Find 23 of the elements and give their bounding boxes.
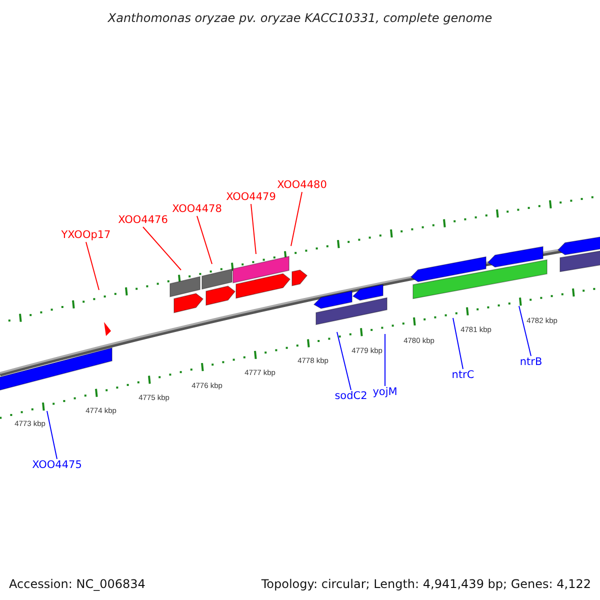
leader-line bbox=[142, 226, 182, 270]
gene-label: yojM bbox=[372, 386, 398, 399]
gene-label: ntrB bbox=[520, 356, 542, 369]
gene-label: ntrC bbox=[452, 369, 474, 382]
leader-line bbox=[250, 204, 256, 254]
leader-line bbox=[452, 318, 464, 370]
leader-line bbox=[336, 332, 352, 390]
gene-label: sodC2 bbox=[334, 390, 368, 403]
leader-line bbox=[86, 242, 100, 290]
title: Xanthomonas oryzae pv. oryzae KACC10331, complete genome bbox=[106, 10, 494, 27]
genome-info-text: Topology: circular; Length: 4,941,439 bp; Genes: 4,122 bbox=[261, 576, 591, 593]
leader-line bbox=[196, 216, 212, 264]
leader-line bbox=[518, 306, 532, 356]
gene-label: XOO4480 bbox=[277, 179, 327, 192]
gene-label: YXOOp17 bbox=[61, 229, 111, 242]
leader-line bbox=[46, 410, 58, 460]
leader-line bbox=[290, 192, 302, 246]
gene-label: XOO4475 bbox=[32, 459, 82, 472]
gene-label: XOO4476 bbox=[118, 214, 168, 227]
gene-label: XOO4479 bbox=[226, 191, 276, 204]
accession-text: Accession: NC_006834 bbox=[9, 576, 146, 593]
gene-label: XOO4478 bbox=[172, 203, 222, 216]
leader-line bbox=[384, 334, 386, 386]
